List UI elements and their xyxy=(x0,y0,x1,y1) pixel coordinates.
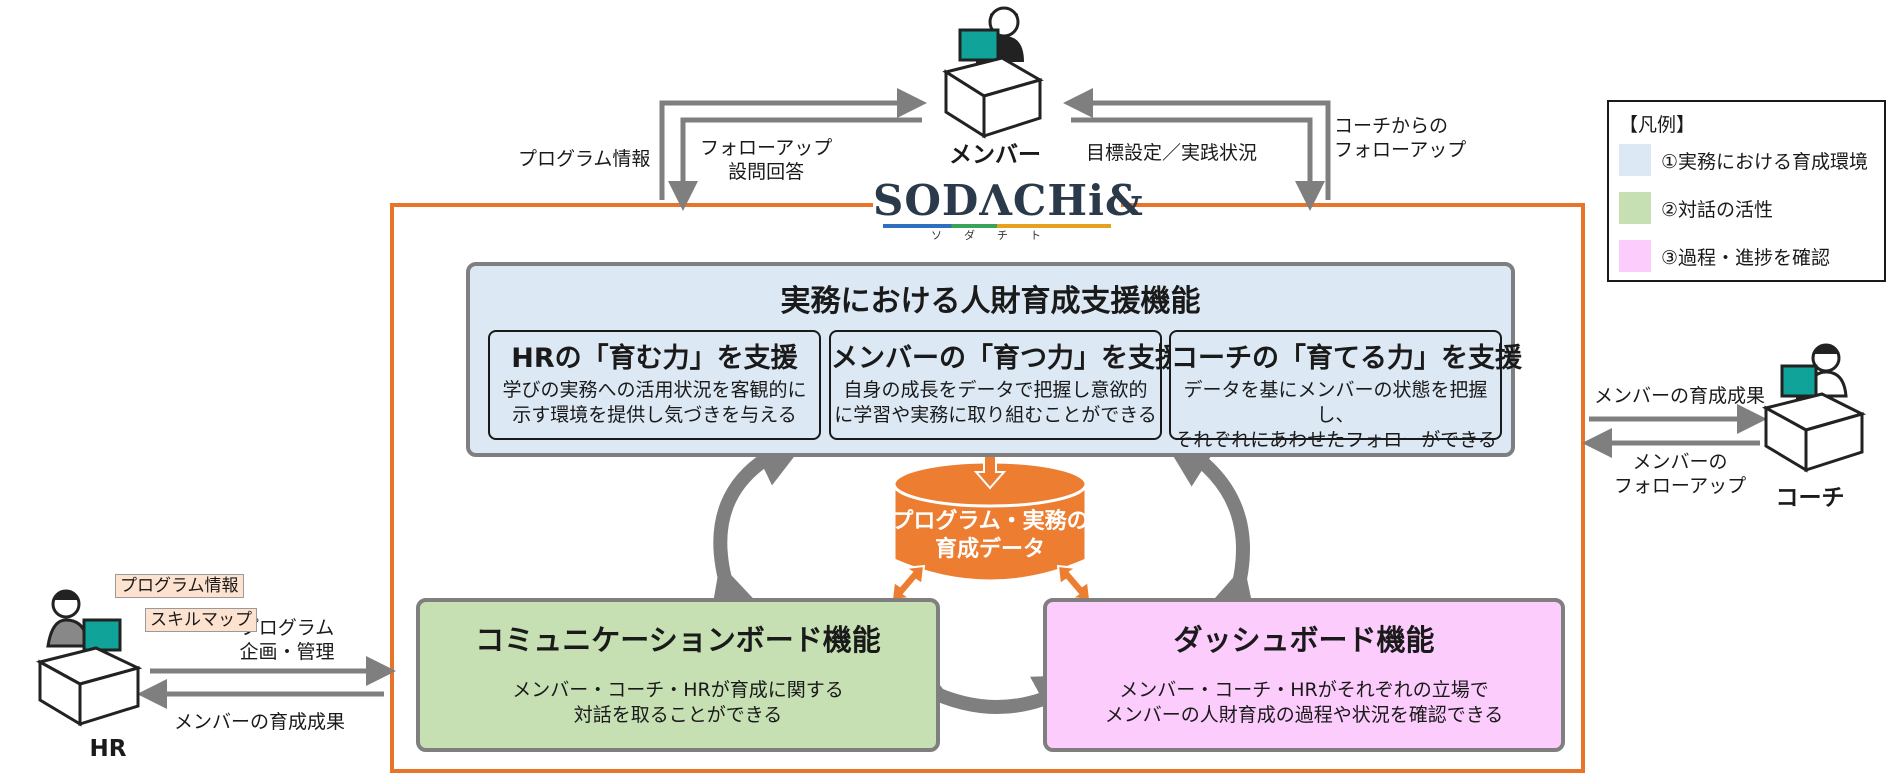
communication-board-title: コミュニケーションボード機能 xyxy=(475,623,881,657)
card-desc: 自身の成長をデータで把握し意欲的 に学習や実務に取り組むことができる xyxy=(834,379,1157,426)
card-coach-support: コーチの「育てる力」を支援 データを基にメンバーの状態を把握し、 それぞれにあわ… xyxy=(1169,330,1522,451)
support-panel-title: 実務における人財育成支援機能 xyxy=(780,284,1201,319)
label-hr-program: プログラム 企画・管理 xyxy=(239,617,335,663)
coach-label: コーチ xyxy=(1775,485,1845,511)
communication-board-desc: メンバー・コーチ・HRが育成に関する 対話を取ることができる xyxy=(512,679,844,726)
legend-item: ①実務における育成環境 xyxy=(1619,143,1868,177)
curve-arrow-right xyxy=(1159,433,1257,627)
logo-kana: ソダチト xyxy=(931,229,1063,242)
support-panel: 実務における人財育成支援機能 HRの「育む力」を支援 学びの実務への活用状況を客… xyxy=(466,262,1522,457)
card-desc: データを基にメンバーの状態を把握し、 それぞれにあわせたフォローができる xyxy=(1174,379,1497,451)
arrow-followup-answers xyxy=(668,117,922,211)
card-title: メンバーの「育つ力」を支援 xyxy=(831,343,1182,374)
dashboard-title: ダッシュボード機能 xyxy=(1173,623,1435,657)
legend-label: ②対話の活性 xyxy=(1661,198,1774,221)
card-member-support: メンバーの「育つ力」を支援 自身の成長をデータで把握し意欲的 に学習や実務に取り… xyxy=(829,330,1182,440)
legend-item: ③過程・進捗を確認 xyxy=(1619,239,1830,273)
card-title: HRの「育む力」を支援 xyxy=(511,343,798,374)
legend-swatch xyxy=(1619,144,1651,176)
legend-swatch xyxy=(1619,240,1651,272)
arrow-coach-followup xyxy=(1063,88,1331,200)
legend-swatch xyxy=(1619,192,1651,224)
label-goal-setting: 目標設定／実践状況 xyxy=(1086,142,1258,164)
legend-label: ①実務における育成環境 xyxy=(1661,150,1869,173)
label-coach-followup: コーチからの フォローアップ xyxy=(1334,115,1467,161)
hr-doc-skill-map: スキルマップ xyxy=(145,608,257,632)
sodachito-logo: SODΛCHi& ソダチト xyxy=(873,176,1144,246)
label-coach-member-followup: メンバーの フォローアップ xyxy=(1613,451,1747,497)
logo-wordmark: SODΛCHi& xyxy=(873,176,1144,225)
arrow-program-info xyxy=(659,88,927,200)
logo-stripe xyxy=(883,224,1111,228)
label-hr-results: メンバーの育成成果 xyxy=(174,711,346,733)
member-label: メンバー xyxy=(949,142,1041,168)
dashboard-desc: メンバー・コーチ・HRがそれぞれの立場で メンバーの人財育成の過程や状況を確認で… xyxy=(1104,679,1504,726)
card-title: コーチの「育てる力」を支援 xyxy=(1171,343,1522,374)
card-hr-support: HRの「育む力」を支援 学びの実務への活用状況を客観的に 示す環境を提供し気づき… xyxy=(488,330,821,440)
legend: 【凡例】 ①実務における育成環境 ②対話の活性 ③過程・進捗を確認 xyxy=(1607,100,1886,282)
hr-doc-program-info: プログラム情報 xyxy=(115,574,244,598)
dashboard-box: ダッシュボード機能 メンバー・コーチ・HRがそれぞれの立場で メンバーの人財育成… xyxy=(1043,598,1565,752)
label-followup-answers: フォローアップ 設問回答 xyxy=(700,137,833,183)
legend-label: ③過程・進捗を確認 xyxy=(1661,246,1831,269)
database-label: プログラム・実務の 育成データ xyxy=(891,509,1089,562)
label-program-info: プログラム情報 xyxy=(518,148,651,170)
card-desc: 学びの実務への活用状況を客観的に 示す環境を提供し気づきを与える xyxy=(502,379,807,426)
legend-title: 【凡例】 xyxy=(1619,114,1696,136)
hr-label: HR xyxy=(89,736,127,762)
label-coach-results: メンバーの育成成果 xyxy=(1594,385,1766,407)
communication-board-box: コミュニケーションボード機能 メンバー・コーチ・HRが育成に関する 対話を取るこ… xyxy=(416,598,940,752)
arrow-goal-setting xyxy=(1071,117,1325,211)
curve-arrow-left xyxy=(709,434,811,625)
legend-item: ②対話の活性 xyxy=(1619,191,1773,225)
